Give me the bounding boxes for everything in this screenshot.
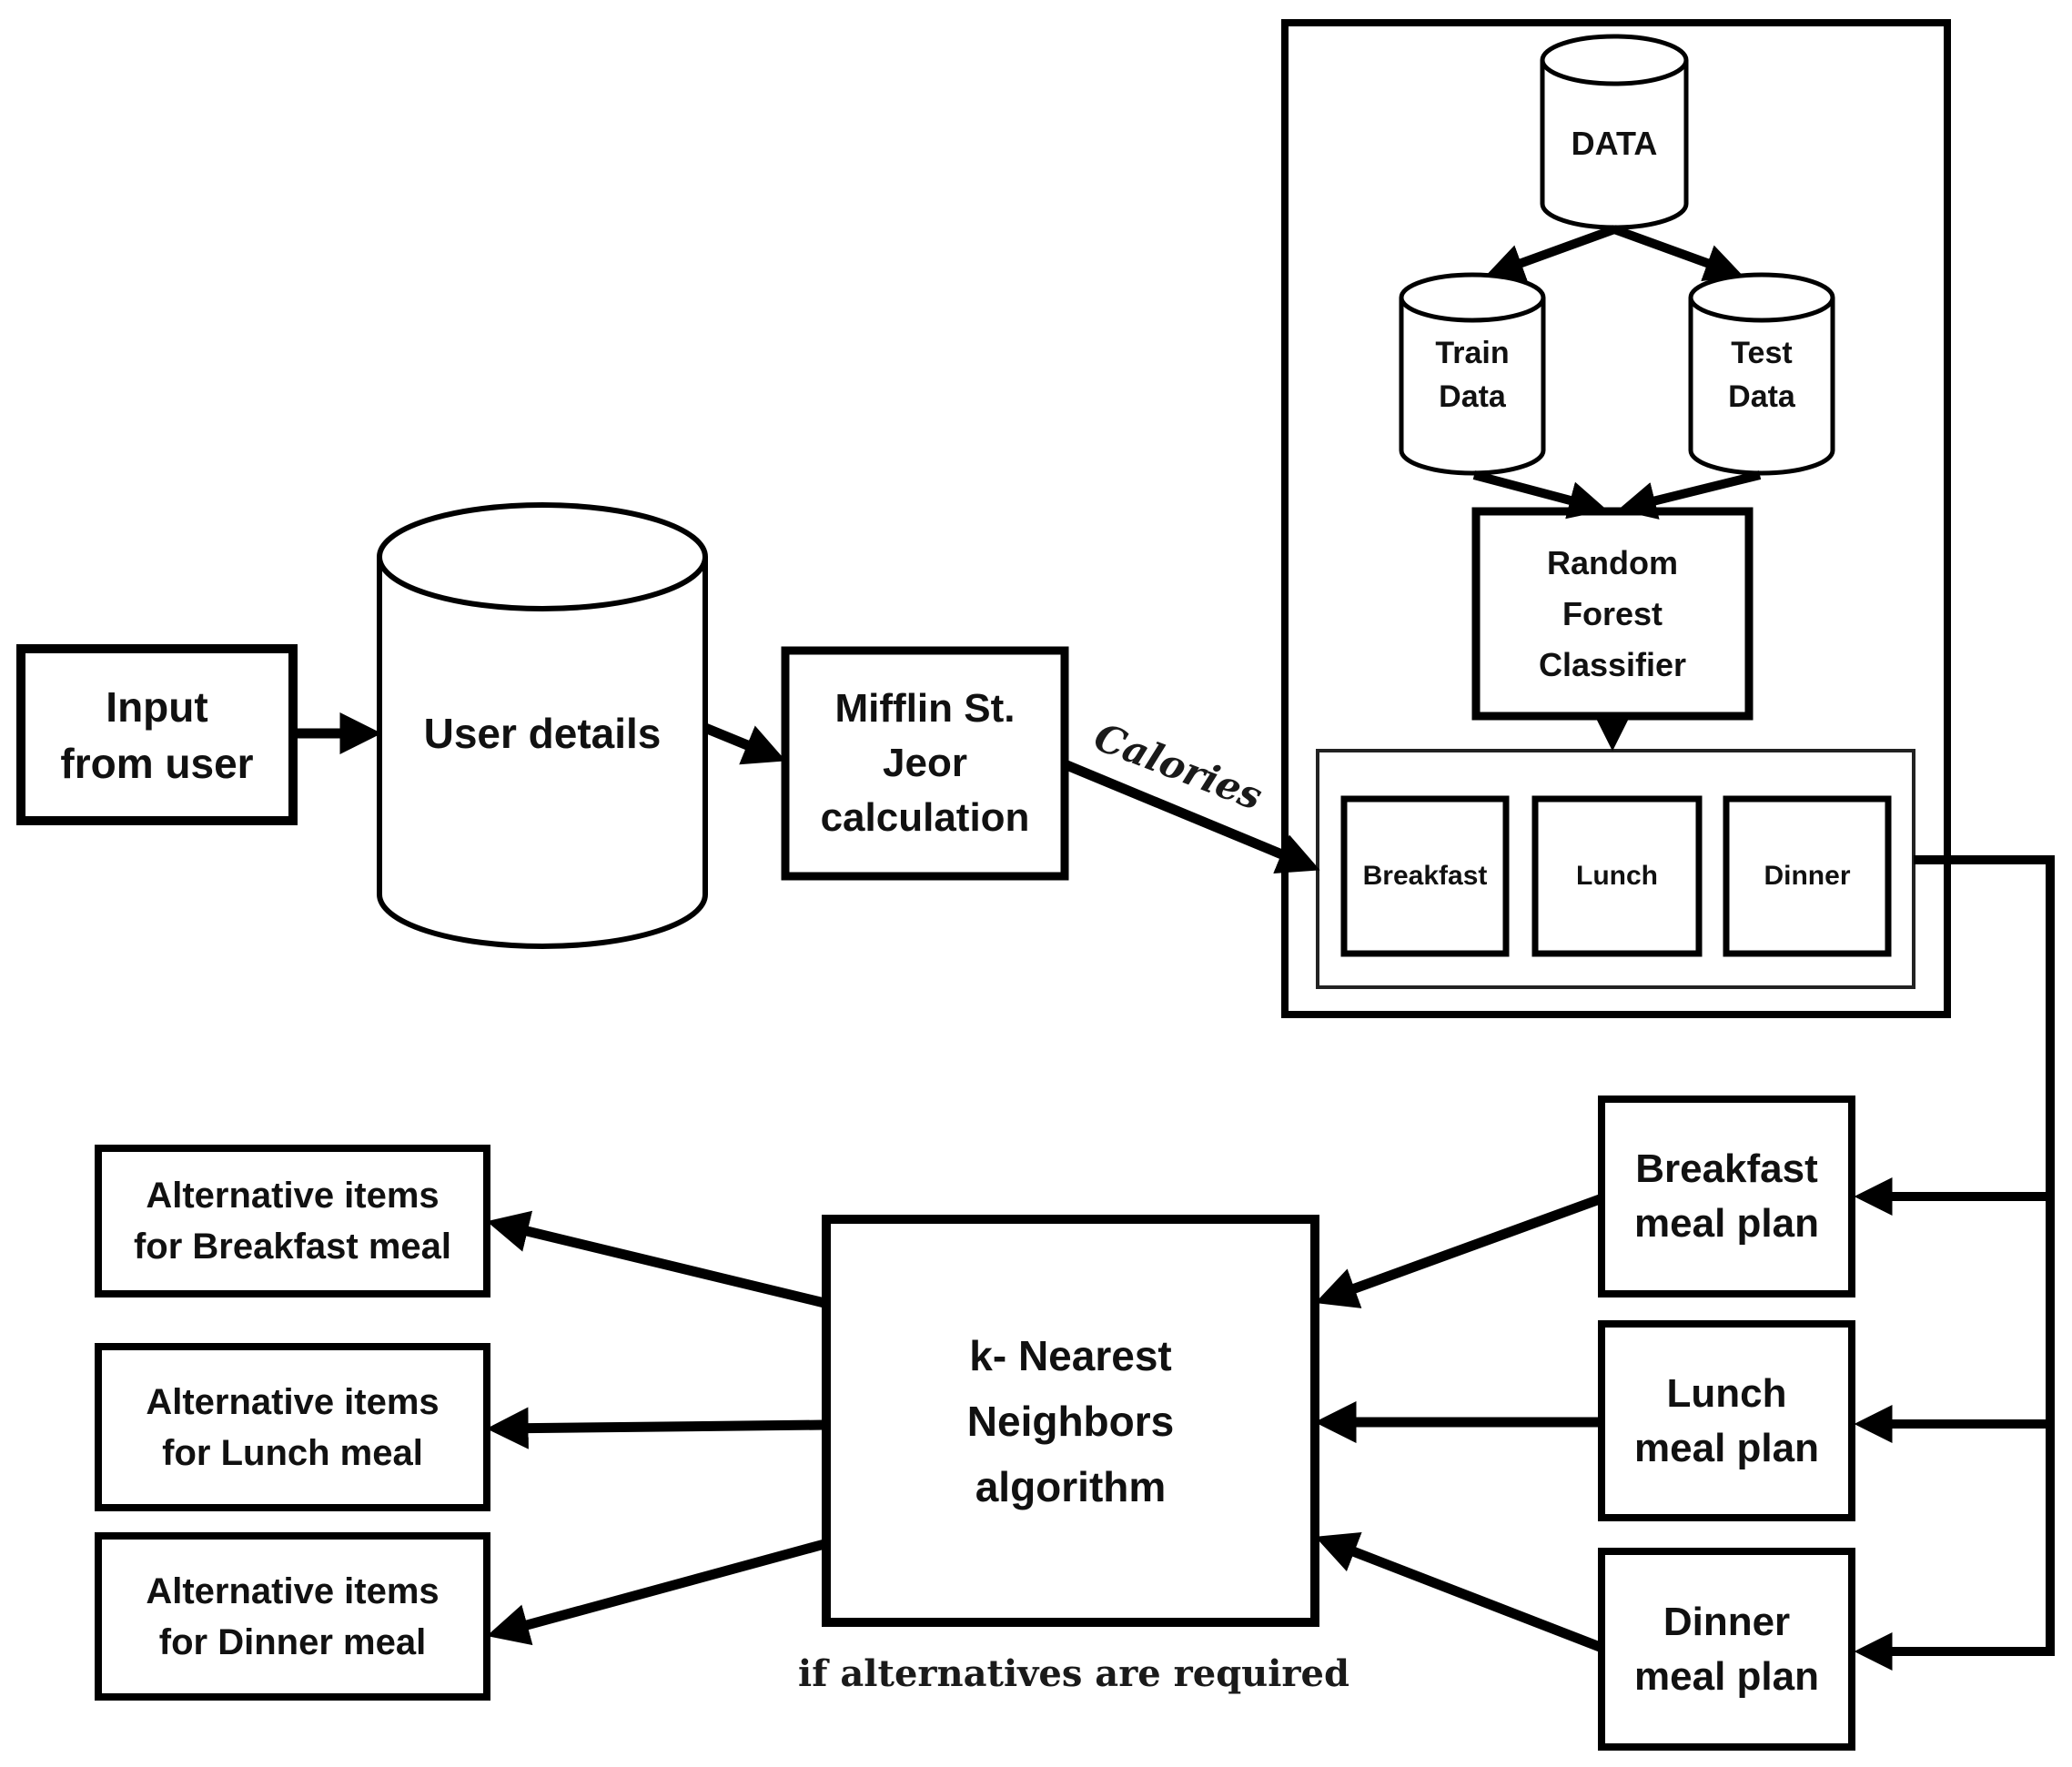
test-data-label: Test Data bbox=[1728, 336, 1795, 414]
user-details-cylinder bbox=[377, 502, 708, 949]
lunch-class-box bbox=[1531, 795, 1703, 957]
test-data-cylinder bbox=[1688, 272, 1835, 476]
arrow-knn-to-alt-lunch bbox=[486, 1407, 825, 1449]
breakfast-class-box bbox=[1340, 795, 1510, 957]
arrow-test-to-rfc bbox=[1617, 470, 1762, 520]
alt-breakfast-label: Alternative items for Breakfast meal bbox=[133, 1176, 452, 1267]
knn-caption: if alternatives are required bbox=[798, 1651, 1349, 1695]
dinner-class-box bbox=[1723, 795, 1892, 957]
breakfast-meal-plan-box bbox=[1598, 1096, 1855, 1297]
random-forest-box bbox=[1471, 507, 1754, 721]
arrow-data-to-test bbox=[1612, 225, 1744, 281]
dinner-class-label: Dinner bbox=[1764, 861, 1851, 891]
data-cylinder bbox=[1540, 34, 1689, 230]
alt-lunch-box bbox=[95, 1343, 490, 1511]
wire-meals-to-dinner-plan bbox=[1854, 855, 2055, 1671]
train-data-label: Train Data bbox=[1435, 336, 1510, 414]
alt-lunch-label: Alternative items for Lunch meal bbox=[146, 1381, 440, 1473]
knn-box bbox=[822, 1215, 1319, 1627]
breakfast-class-label: Breakfast bbox=[1362, 861, 1488, 891]
arrow-breakfastplan-to-knn bbox=[1315, 1194, 1602, 1308]
data-cylinder-label: DATA bbox=[1571, 125, 1658, 162]
arrow-train-to-rfc bbox=[1472, 470, 1608, 520]
train-data-cylinder bbox=[1399, 272, 1546, 476]
lunch-meal-plan-box bbox=[1598, 1320, 1855, 1521]
arrow-dinnerplan-to-knn bbox=[1315, 1531, 1602, 1652]
arrow-userdetails-to-mifflin bbox=[702, 722, 786, 765]
dinner-meal-plan-box bbox=[1598, 1548, 1855, 1751]
knn-label: k- Nearest Neighbors algorithm bbox=[966, 1331, 1175, 1510]
random-forest-label: Random Forest Classifier bbox=[1538, 543, 1687, 683]
mifflin-label: Mifflin St. Jeor calculation bbox=[820, 686, 1030, 840]
user-details-label: User details bbox=[423, 710, 662, 757]
alt-dinner-label: Alternative items for Dinner meal bbox=[146, 1570, 440, 1662]
arrow-knn-to-alt-dinner bbox=[486, 1539, 826, 1646]
arrow-data-to-train bbox=[1485, 225, 1616, 281]
lunch-class-label: Lunch bbox=[1576, 861, 1658, 891]
alt-dinner-box bbox=[95, 1532, 490, 1701]
arrow-knn-to-alt-breakfast bbox=[486, 1210, 826, 1308]
lunch-meal-plan-label: Lunch meal plan bbox=[1634, 1370, 1819, 1470]
input-from-user-label: Input from user bbox=[60, 682, 254, 787]
breakfast-meal-plan-label: Breakfast meal plan bbox=[1634, 1146, 1819, 1246]
alt-breakfast-box bbox=[95, 1145, 490, 1297]
dinner-meal-plan-label: Dinner meal plan bbox=[1634, 1599, 1819, 1699]
arrow-calories bbox=[1062, 759, 1320, 874]
